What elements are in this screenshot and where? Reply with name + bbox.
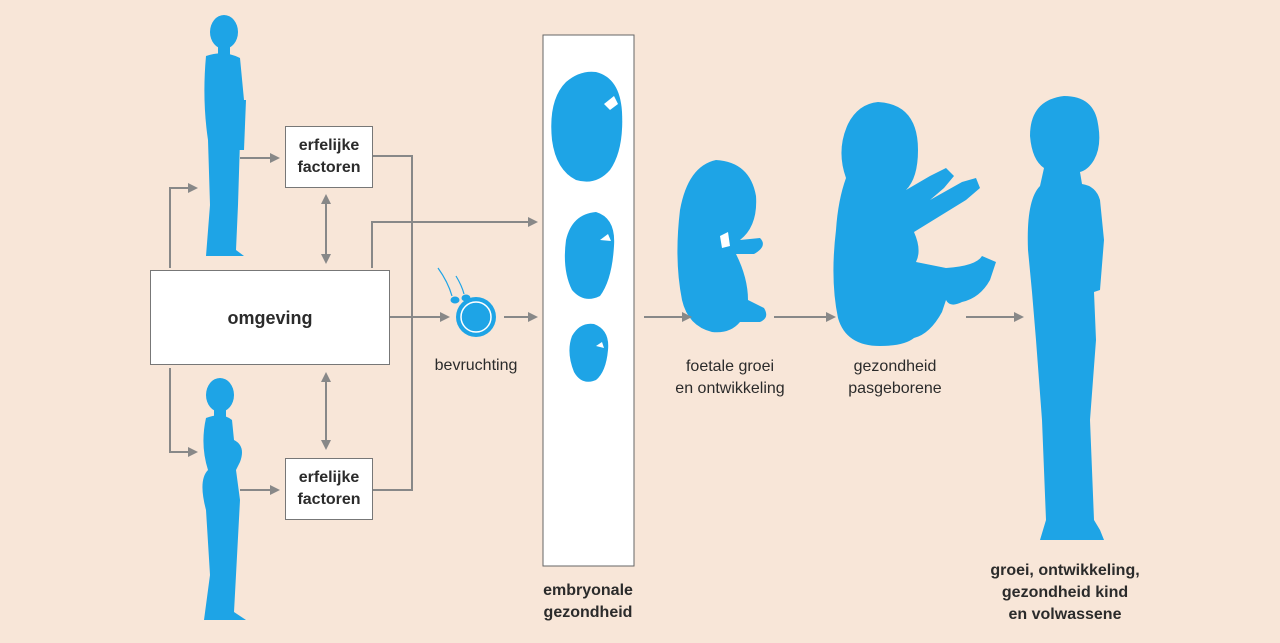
fetus-figure bbox=[677, 160, 767, 333]
fetal-line1: foetale groei bbox=[685, 358, 775, 375]
mother-figure bbox=[202, 378, 246, 620]
fertilization-label: bevruchting bbox=[434, 357, 518, 374]
father-figure bbox=[204, 15, 246, 256]
embryo-line2: gezondheid bbox=[543, 604, 633, 621]
child-line3: en volwassene bbox=[1008, 606, 1122, 623]
fetal-line2: en ontwikkeling bbox=[675, 380, 785, 397]
environment-label: omgeving bbox=[227, 307, 313, 328]
environment-box: omgeving bbox=[150, 270, 390, 365]
fetal-label: foetale groei en ontwikkeling bbox=[660, 356, 800, 400]
child-line1: groei, ontwikkeling, bbox=[990, 562, 1140, 579]
heredity-top-text: erfelijke factoren bbox=[297, 135, 360, 179]
embryo-large bbox=[551, 71, 623, 182]
embryo-small bbox=[569, 323, 609, 382]
egg-cell-icon bbox=[456, 297, 496, 337]
connector-lines bbox=[169, 153, 1024, 495]
heredity-box-top: erfelijke factoren bbox=[285, 126, 373, 188]
newborn-line1: gezondheid bbox=[853, 358, 937, 375]
embryo-line1: embryonale bbox=[543, 582, 633, 599]
heredity-bottom-text: erfelijke factoren bbox=[297, 467, 360, 511]
child-label: groei, ontwikkeling, gezondheid kind en … bbox=[980, 560, 1150, 626]
newborn-line2: pasgeborene bbox=[848, 380, 942, 397]
child-line2: gezondheid kind bbox=[1001, 584, 1129, 601]
heredity-top-line2: factoren bbox=[297, 159, 361, 176]
heredity-top-line1: erfelijke bbox=[298, 137, 360, 154]
heredity-bottom-line1: erfelijke bbox=[298, 469, 360, 486]
sperm-icon bbox=[437, 267, 471, 304]
heredity-bottom-line2: factoren bbox=[297, 491, 361, 508]
child-figure bbox=[1027, 96, 1104, 540]
newborn-figure bbox=[833, 102, 996, 346]
heredity-box-bottom: erfelijke factoren bbox=[285, 458, 373, 520]
embryo-label: embryonale gezondheid bbox=[528, 580, 648, 624]
embryo-medium bbox=[564, 212, 615, 299]
newborn-label: gezondheid pasgeborene bbox=[830, 356, 960, 400]
